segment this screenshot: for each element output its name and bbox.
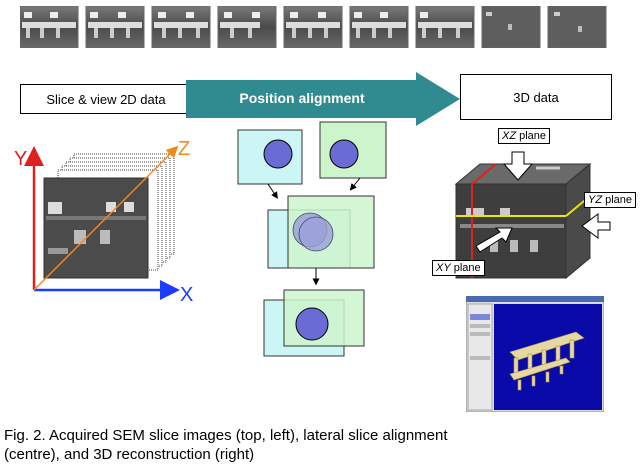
axes [24,145,180,300]
sem-slice-3 [151,5,211,49]
y-axis-label: Y [14,148,28,170]
sem-slice-strip [19,5,634,49]
slice-a-square [237,129,303,185]
xz-plane-arrow [502,151,534,181]
position-alignment-label: Position alignment [239,90,365,106]
xy-plane-label: XY plane [432,260,485,276]
xz-plane-label: XZ plane [498,128,551,144]
alignment-diagram [237,121,387,357]
cube-side-face [565,162,591,280]
sem-slice-9 [547,5,607,49]
slice-view-2d-box: Slice & view 2D data [20,84,192,114]
3d-data-box: 3D data [460,74,612,120]
arrow-b-down [349,177,361,191]
sem-slice-4 [217,5,277,49]
yz-plane-label: YZ plane [584,192,637,208]
slice-view-2d-label: Slice & view 2D data [46,91,166,107]
sem-slice-5 [283,5,343,49]
reconstructed-structure [509,331,585,391]
arrow-a-down [267,183,278,199]
sem-slice-thumbnails [19,5,607,49]
sem-slice-7 [415,5,475,49]
aligned-squares [263,289,365,357]
x-axis-label: X [180,284,194,306]
figure-caption: Fig. 2. Acquired SEM slice images (top, … [4,427,448,463]
overlap-squares [267,195,375,269]
slice-b-square [319,121,387,179]
sem-slice-2 [85,5,145,49]
yz-plane-arrow [581,213,611,239]
stacked-slices-diagram [24,145,180,300]
3d-data-label: 3D data [513,89,559,105]
sem-slice-8 [481,5,541,49]
z-axis-label: Z [178,138,191,160]
3d-reconstruction-screenshot [466,296,604,412]
position-alignment-arrow [186,72,460,126]
sem-slice-1 [19,5,79,49]
xy-plane-arrow [475,227,513,253]
z-axis-line [33,145,179,291]
sem-slice-6 [349,5,409,49]
